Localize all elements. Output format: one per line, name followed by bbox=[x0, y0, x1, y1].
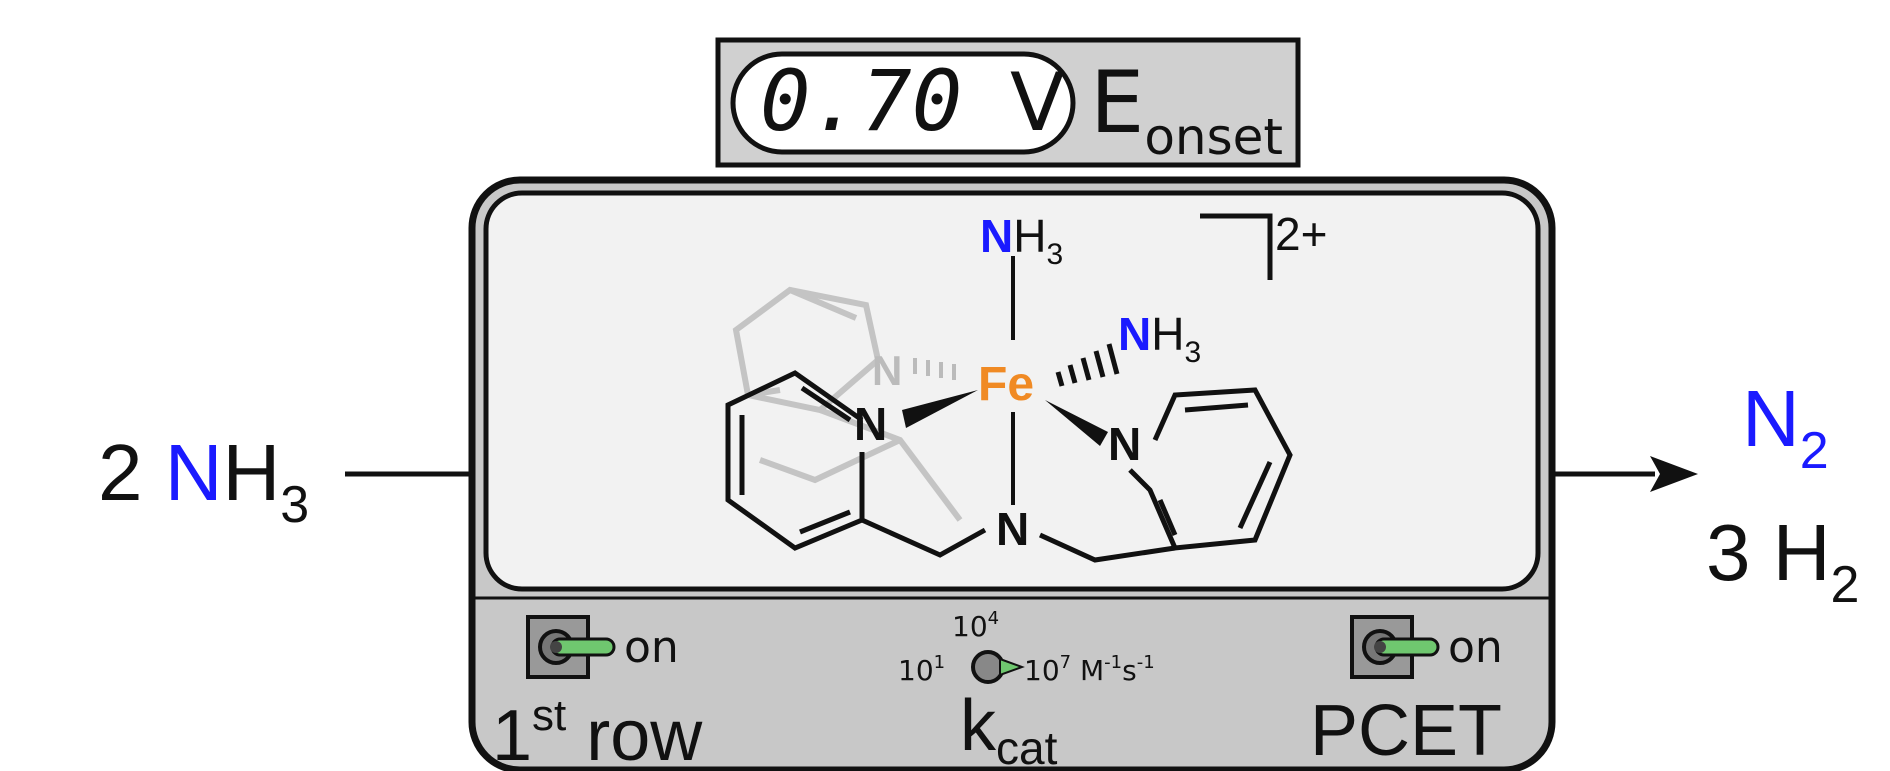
pcet-switch[interactable] bbox=[1350, 615, 1440, 679]
switch-pivot-dot bbox=[1374, 641, 1386, 653]
output-arrow-head bbox=[1650, 456, 1698, 492]
ghost-hashed-bond bbox=[913, 358, 956, 380]
eonset-label: Eonset bbox=[1090, 53, 1283, 166]
dial-pointer-icon bbox=[999, 657, 1025, 677]
ghost-pyridine-n: N bbox=[872, 347, 902, 394]
display-reading: 0.70 bbox=[760, 52, 962, 150]
kcat-label: kcat bbox=[960, 686, 1058, 771]
first-row-label: 1st row bbox=[492, 691, 703, 771]
display-screen bbox=[730, 51, 1076, 155]
fe-complex-structure: N bbox=[725, 208, 1327, 563]
pyridine-n-right: N bbox=[1108, 418, 1141, 470]
reactant-nh3: 2 NH3 bbox=[98, 428, 309, 534]
kcat-dial[interactable] bbox=[971, 650, 1025, 684]
dial-mark-left: 101 bbox=[898, 652, 945, 687]
dial-mark-top: 104 bbox=[952, 608, 999, 643]
product-n2: N2 bbox=[1742, 374, 1829, 480]
dial-mark-right: 107 M-1s-1 bbox=[1024, 652, 1155, 687]
amine-n: N bbox=[996, 503, 1029, 555]
fe-center: Fe bbox=[978, 358, 1034, 411]
dial-knob-icon bbox=[971, 650, 1005, 684]
nh3-top: NH3 bbox=[980, 210, 1063, 271]
right-pyridine bbox=[1038, 387, 1293, 563]
hashed-bond-fe-nh3-right bbox=[1055, 343, 1120, 387]
wedge-bond-left bbox=[902, 390, 978, 428]
pcet-label: PCET bbox=[1310, 691, 1502, 771]
complex-charge: 2+ bbox=[1275, 208, 1327, 260]
nh3-right: NH3 bbox=[1118, 308, 1201, 369]
first-row-switch-state: on bbox=[624, 622, 679, 673]
left-pyridine bbox=[725, 370, 987, 558]
charge-bracket bbox=[1200, 213, 1273, 280]
pyridine-n-left: N bbox=[854, 398, 887, 450]
display-unit: V bbox=[1010, 56, 1065, 149]
wedge-bond-right bbox=[1045, 400, 1108, 446]
pcet-switch-state: on bbox=[1448, 622, 1503, 673]
potential-display: 0.70 V Eonset bbox=[715, 37, 1301, 168]
product-h2: 3 H2 bbox=[1706, 508, 1859, 614]
first-row-switch[interactable] bbox=[526, 615, 616, 679]
switch-pivot-dot bbox=[550, 641, 562, 653]
